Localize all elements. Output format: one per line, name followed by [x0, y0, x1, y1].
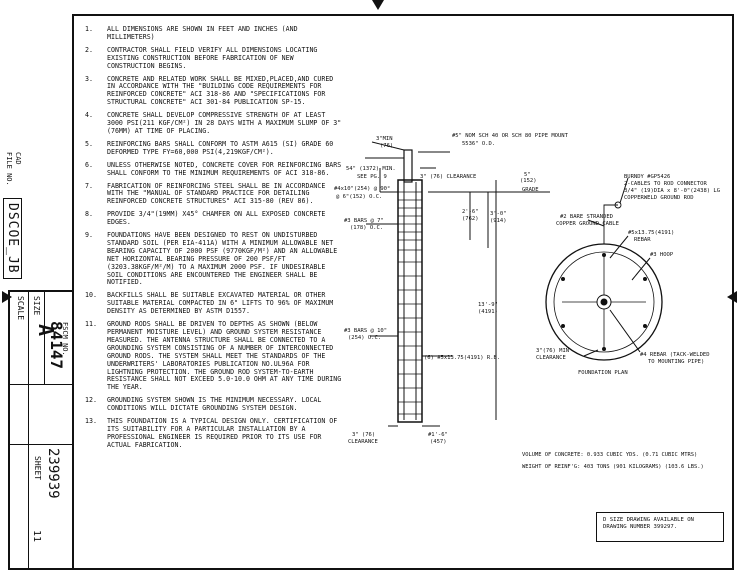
- rebar-callout: #4x10"(254) @ 90°: [334, 186, 390, 192]
- center-mark-top: [372, 0, 384, 10]
- pipe-callout: 5536" O.D.: [462, 141, 495, 147]
- note-item: 4.CONCRETE SHALL DEVELOP COMPRESSIVE STR…: [85, 111, 342, 135]
- dim-label: (762): [462, 216, 479, 222]
- plan-title: FOUNDATION PLAN: [578, 370, 628, 376]
- d-size-note: D SIZE DRAWING AVAILABLE ON DRAWING NUMB…: [596, 512, 724, 542]
- rebar-callout: #3 BARS @ 10": [344, 328, 387, 334]
- rebar-callout: #5x13.75(4191): [628, 230, 674, 236]
- dim-label: (4191): [478, 309, 498, 315]
- foundation-section: [365, 141, 550, 427]
- dim-label: (457): [430, 439, 447, 445]
- note-item: 5.REINFORCING BARS SHALL CONFORM TO ASTM…: [85, 139, 334, 156]
- note-item: 7.FABRICATION OF REINFORCING STEEL SHALL…: [85, 181, 326, 206]
- dim-label: 54" (1372) MIN.: [346, 166, 396, 172]
- grade-label: GRADE: [522, 187, 539, 193]
- note-item: 10.BACKFILLS SHALL BE SUITABLE EXCAVATED…: [85, 291, 334, 316]
- clearance-label: 3" (76): [352, 432, 375, 438]
- note-item: 6.UNLESS OTHERWISE NOTED, CONCRETE COVER…: [85, 160, 342, 177]
- rebar-callout: (6) #5x13.75(4191) R.B.: [424, 355, 500, 361]
- connector-callout: 3/4" (19)DIA x 8'-0"(2438) LG: [624, 188, 720, 194]
- cable-callout: #2 BARE STRANDED: [560, 214, 613, 220]
- dim-label: SEE PG. 9: [357, 174, 387, 180]
- note-item: 12.GROUNDING SYSTEM SHOWN IS THE MINIMUM…: [85, 396, 322, 413]
- dim-label: (152): [520, 178, 537, 184]
- pipe-callout: #5" NOM SCH 40 OR SCH 80 PIPE MOUNT: [452, 133, 569, 139]
- rebar-weight: WEIGHT OF REINF'G: 403 TONS (901 KILOGRA…: [522, 464, 704, 470]
- note-item: 11.GROUND RODS SHALL BE DRIVEN TO DEPTHS…: [85, 320, 342, 392]
- concrete-volume: VOLUME OF CONCRETE: 0.933 CUBIC YDS. (0.…: [522, 452, 698, 458]
- rebar-callout: #4 REBAR (TACK-WELDED: [640, 352, 710, 358]
- dim-label: 5": [524, 172, 531, 178]
- clearance-label: 3"(76) MIN: [536, 348, 569, 354]
- note-item: 2.CONTRACTOR SHALL FIELD VERIFY ALL DIME…: [85, 45, 318, 70]
- rebar-callout: REBAR: [634, 237, 651, 243]
- general-notes: 1.ALL DIMENSIONS ARE SHOWN IN FEET AND I…: [85, 25, 345, 455]
- rebar-callout: #3 BARS @ 7": [344, 218, 384, 224]
- note-item: 8.PROVIDE 3/4"(19mm) x45° CHAMFER ON ALL…: [85, 210, 326, 227]
- note-item: 1.ALL DIMENSIONS ARE SHOWN IN FEET AND I…: [85, 25, 298, 41]
- rebar-callout: (178) O.C.: [350, 225, 383, 231]
- cable-callout: COPPER GROUND CABLE: [556, 221, 619, 227]
- rebar-callout: (254) O.C.: [348, 335, 381, 341]
- note-item: 13.THIS FOUNDATION IS A TYPICAL DESIGN O…: [85, 417, 338, 449]
- center-mark-left: [2, 291, 12, 303]
- title-block: [8, 290, 72, 570]
- clearance-label: 3" (76) CLEARANCE: [420, 174, 476, 180]
- rebar-callout: @ 6"(152) O.C.: [336, 194, 382, 200]
- dim-label: (76): [380, 143, 393, 149]
- dim-label: 3'-0": [490, 211, 507, 217]
- dim-label: 2'-6": [462, 209, 479, 215]
- dim-label: #1'-6": [428, 432, 448, 438]
- drawing-border: [72, 14, 734, 570]
- dim-label: 13'-9": [478, 302, 498, 308]
- dim-label: (914): [490, 218, 507, 224]
- clearance-label: CLEARANCE: [536, 355, 566, 361]
- dim-label: 3"MIN: [376, 136, 393, 142]
- note-item: 3.CONCRETE AND RELATED WORK SHALL BE MIX…: [85, 74, 334, 107]
- foundation-plan: [545, 177, 663, 361]
- connector-callout: BURNDY #GP5426: [624, 174, 670, 180]
- quantities: VOLUME OF CONCRETE: 0.933 CUBIC YDS. (0.…: [522, 452, 704, 476]
- clearance-label: CLEARANCE: [348, 439, 378, 445]
- rebar-callout: TO MOUNTING PIPE): [648, 359, 704, 365]
- connector-callout: COPPERWELD GROUND ROD: [624, 195, 694, 201]
- hoop-callout: #3 HOOP: [650, 252, 674, 258]
- connector-callout: 2-CABLES TO ROD CONNECTOR: [624, 181, 707, 187]
- note-item: 9.FOUNDATIONS HAVE BEEN DESIGNED TO REST…: [85, 231, 338, 287]
